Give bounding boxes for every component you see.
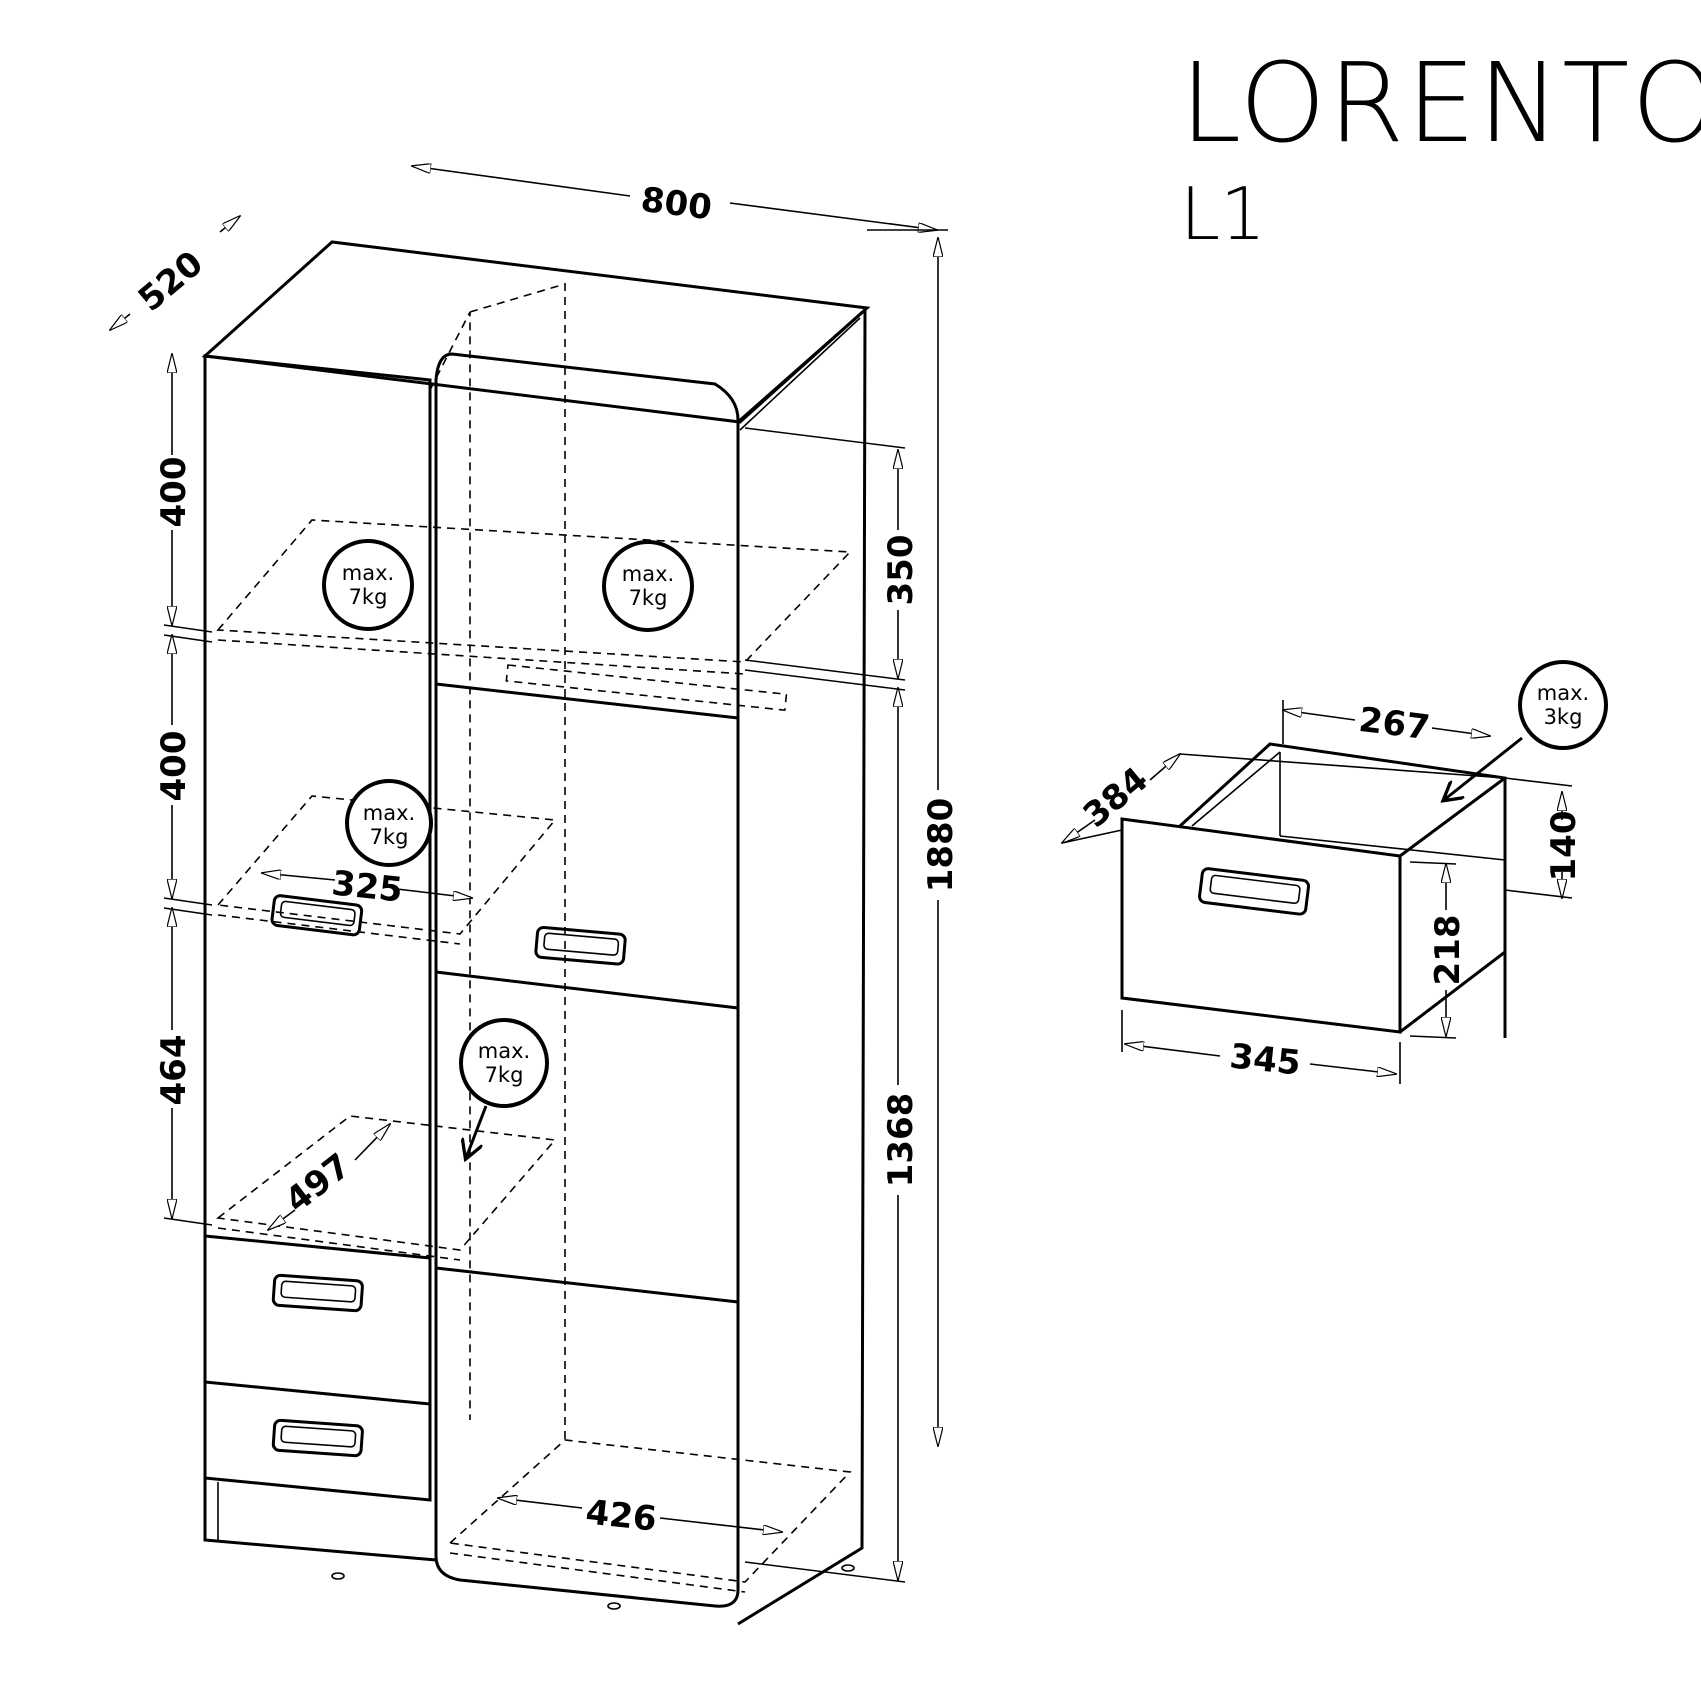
load-badge-label: max. xyxy=(1537,681,1589,705)
load-badge-value: 7kg xyxy=(629,586,668,610)
load-badge-label: max. xyxy=(622,562,674,586)
drawer-load-badge: max. 3kg xyxy=(1444,660,1608,800)
model-code: L1 xyxy=(1180,172,1266,256)
drawer-dim-front-width: 345 xyxy=(1228,1036,1303,1083)
plinth xyxy=(203,1478,437,1562)
dim-width: 800 xyxy=(639,180,714,228)
load-badge-label: max. xyxy=(478,1039,530,1063)
dim-right-lower: 1368 xyxy=(881,1093,921,1188)
wardrobe xyxy=(201,240,871,1626)
left-door xyxy=(203,354,432,1502)
dim-shelf-width: 325 xyxy=(330,863,405,910)
load-badge-label: max. xyxy=(363,801,415,825)
load-badge: max. 7kg xyxy=(459,1018,549,1158)
drawer-dim-inner-width: 267 xyxy=(1357,700,1432,748)
door-handle xyxy=(270,894,364,937)
product-title: LORENTO xyxy=(1180,39,1701,167)
load-badge-value: 7kg xyxy=(370,825,409,849)
load-badge-value: 7kg xyxy=(485,1063,524,1087)
drawer-dim-front-height: 218 xyxy=(1428,915,1468,986)
right-door xyxy=(434,352,740,1608)
dim-height: 1880 xyxy=(921,798,961,893)
drawer-dim-inner-height: 140 xyxy=(1544,811,1584,882)
wardrobe-top xyxy=(201,240,871,424)
dim-right-top: 350 xyxy=(881,535,921,606)
dim-left-2: 400 xyxy=(154,731,194,802)
dim-bottom-width: 426 xyxy=(584,1492,659,1539)
wardrobe-side xyxy=(737,306,867,1626)
load-badge-value: 7kg xyxy=(349,585,388,609)
load-badge: max. 7kg xyxy=(345,779,433,867)
drawer-detail: 267 384 140 218 345 max. 3kg xyxy=(1062,660,1608,1084)
load-badge: max. 7kg xyxy=(602,540,694,632)
door-handle xyxy=(534,926,627,966)
dimension-lines: 800 520 1880 400 400 464 350 1368 325 49… xyxy=(110,166,961,1583)
load-badge: max. 7kg xyxy=(322,539,414,631)
drawer-handle xyxy=(271,1273,364,1313)
dim-depth: 520 xyxy=(131,243,211,319)
load-badge-value: 3kg xyxy=(1544,705,1583,729)
dim-shelf-depth: 497 xyxy=(278,1146,359,1221)
hanging-rail xyxy=(505,664,788,712)
drawer-front xyxy=(1120,817,1402,1034)
dim-left-3: 464 xyxy=(154,1035,194,1106)
drawer-handle xyxy=(271,1418,364,1458)
load-badge-label: max. xyxy=(342,561,394,585)
dim-left-1: 400 xyxy=(154,457,194,528)
